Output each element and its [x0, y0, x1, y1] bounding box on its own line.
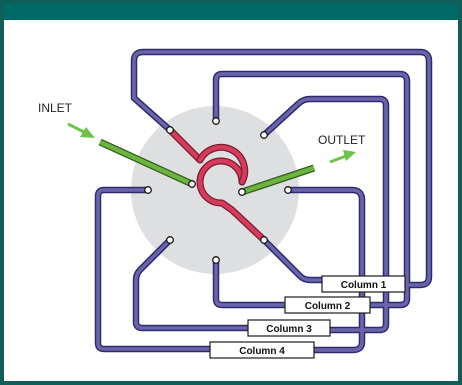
inlet-label: INLET — [38, 101, 73, 115]
column-label-2: Column 2 — [284, 296, 371, 314]
tube-column-2-top — [214, 72, 409, 307]
column-label-4: Column 4 — [209, 341, 315, 359]
port-dot — [166, 236, 174, 244]
outlet-label: OUTLET — [318, 133, 366, 147]
valve-ports — [144, 117, 292, 264]
tube-column-1-top — [132, 50, 431, 287]
port-dot — [284, 186, 292, 194]
tube-column-1-lower — [262, 238, 322, 282]
port-dot — [212, 117, 220, 125]
port-dot — [260, 131, 268, 139]
port-dot — [212, 256, 220, 264]
column-label-1: Column 1 — [321, 275, 406, 293]
column-1-text: Column 1 — [341, 280, 387, 291]
column-label-3: Column 3 — [247, 319, 331, 337]
green-flow-paths — [98, 138, 316, 196]
inlet-tube — [99, 139, 193, 187]
tube-column-4-top — [288, 188, 364, 352]
port-dot — [260, 236, 268, 244]
column-4-text: Column 4 — [239, 346, 285, 357]
inlet-arrow — [67, 122, 95, 138]
tube-column-3-top — [262, 97, 388, 332]
column-3-text: Column 3 — [266, 324, 312, 335]
red-flow-path — [166, 126, 268, 244]
outlet-arrow — [329, 150, 356, 164]
port-dot — [166, 126, 174, 134]
outlet-tube — [241, 165, 315, 195]
tube-column-3-bottom — [134, 238, 248, 330]
header-bar — [0, 0, 462, 20]
tube-column-1-bottom — [214, 260, 285, 307]
tube-column-4-bottom — [96, 188, 210, 351]
column-tubes — [96, 50, 431, 352]
port-dot — [188, 180, 196, 188]
column-2-text: Column 2 — [305, 301, 351, 312]
port-dot — [238, 188, 246, 196]
port-dot — [144, 186, 152, 194]
